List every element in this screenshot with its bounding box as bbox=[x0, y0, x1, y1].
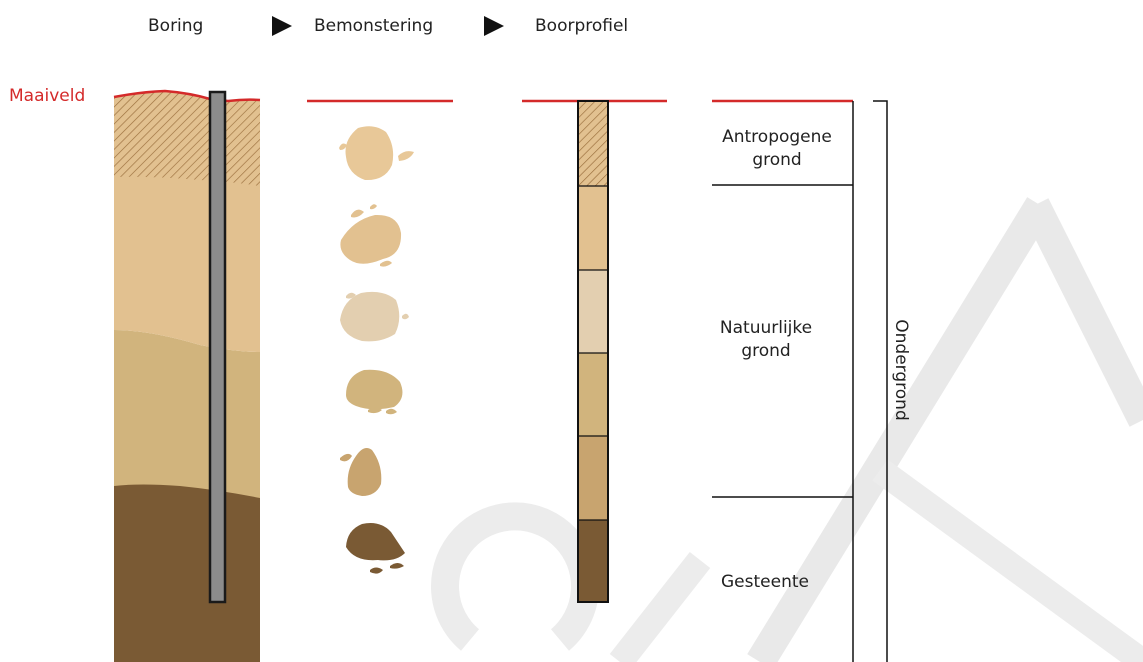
sample-6 bbox=[346, 523, 405, 574]
sample-1 bbox=[339, 126, 414, 180]
label-antropogene: Antropogene bbox=[722, 127, 832, 147]
sample-2 bbox=[340, 204, 401, 266]
step-boorprofiel: Boorprofiel bbox=[535, 16, 628, 36]
sample-3 bbox=[340, 292, 409, 341]
drill-pipe bbox=[210, 92, 225, 602]
soil-layer-top bbox=[114, 175, 260, 352]
log-segment-6 bbox=[578, 520, 608, 602]
label-gesteente: Gesteente bbox=[721, 572, 809, 592]
anthropogenic-layer bbox=[114, 91, 260, 186]
label-natuurlijke: Natuurlijke bbox=[720, 318, 812, 338]
soil-layer-mid bbox=[114, 330, 260, 498]
soil-layer-dark bbox=[114, 470, 260, 662]
label-ondergrond: Ondergrond bbox=[891, 319, 911, 420]
step-bemonstering: Bemonstering bbox=[314, 16, 433, 36]
label-natuurlijke-grond: grond bbox=[741, 341, 790, 361]
soil-samples bbox=[307, 101, 453, 574]
log-segment-5 bbox=[578, 436, 608, 520]
process-steps: Boring Bemonstering Boorprofiel bbox=[148, 16, 628, 36]
step-boring: Boring bbox=[148, 16, 203, 36]
soil-cross-section bbox=[114, 91, 260, 662]
label-antropogene-grond: grond bbox=[752, 150, 801, 170]
log-segment-3 bbox=[578, 270, 608, 353]
ondergrond-bracket bbox=[873, 101, 887, 662]
log-segment-1 bbox=[578, 101, 608, 186]
sample-5 bbox=[340, 448, 381, 496]
concept-watermark bbox=[445, 205, 1143, 662]
sample-4 bbox=[346, 370, 402, 415]
arrow-right-icon bbox=[272, 16, 292, 36]
log-segment-4 bbox=[578, 353, 608, 436]
maaiveld-label: Maaiveld bbox=[9, 86, 85, 106]
arrow-right-icon bbox=[484, 16, 504, 36]
log-segment-2 bbox=[578, 186, 608, 270]
